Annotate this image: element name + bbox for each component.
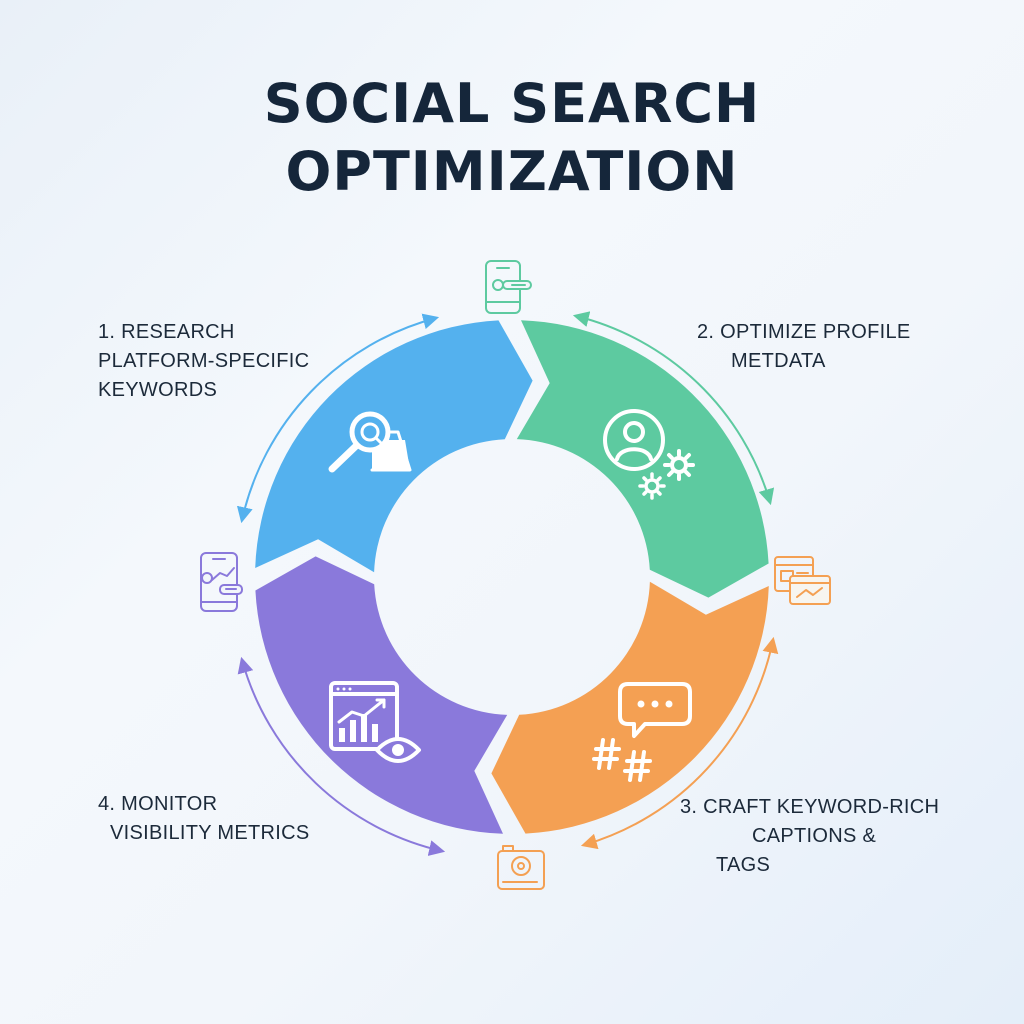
title-line-2: OPTIMIZATION [285,140,739,203]
analytics-eye-icon [329,681,421,763]
magnifier-search-icon [328,411,412,473]
segment-craft-captions [491,581,769,834]
mobile-analytics-icon [200,552,243,612]
chat-hashtag-icon [592,682,692,782]
outer-arrow-green [572,311,775,506]
outer-arrow-purple [237,656,446,856]
outer-arrow-orange [580,636,779,850]
profile-gears-icon [603,409,695,500]
diagram-title: SOCIAL SEARCH OPTIMIZATION [0,70,1024,206]
media-cards-icon [774,556,831,605]
camera-icon [497,845,545,890]
segment-optimize-profile [516,320,769,598]
mobile-key-icon [485,260,532,314]
outer-arrow-blue [236,313,440,524]
title-line-1: SOCIAL SEARCH [263,72,761,135]
